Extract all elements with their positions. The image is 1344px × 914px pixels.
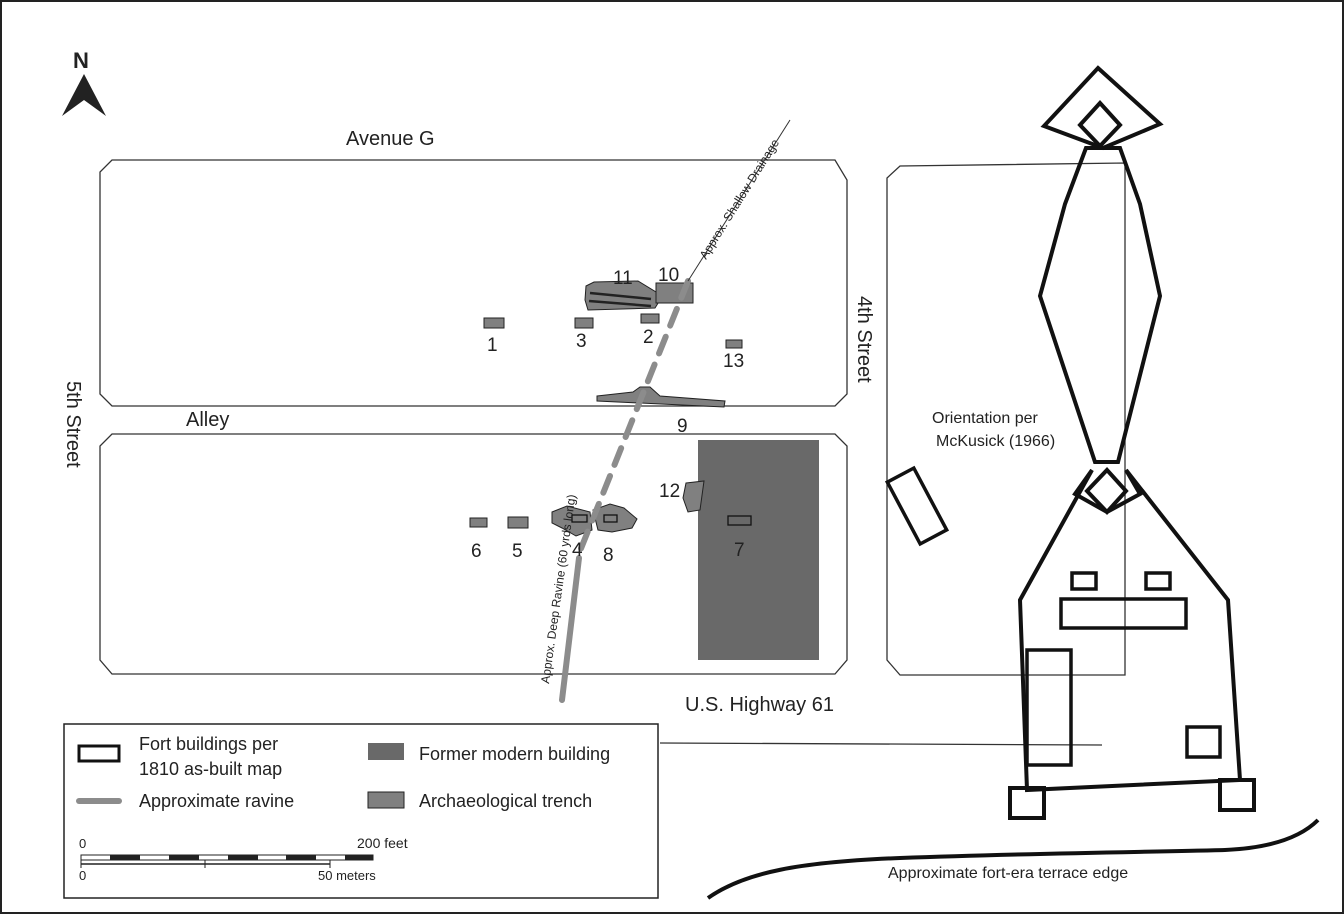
fort-bldg-4 <box>571 514 588 523</box>
orientation-note-line1: Orientation per <box>932 410 1039 427</box>
legend-fort-swatch <box>77 744 121 763</box>
street-fifth: 5th Street <box>62 381 84 468</box>
fort-main-stockade <box>1017 468 1243 793</box>
legend-trench-label: Archaeological trench <box>419 791 592 811</box>
legend-modern-label: Former modern building <box>419 744 610 764</box>
fort-building-north-b <box>1144 571 1172 591</box>
feature-number-1: 1 <box>487 335 498 356</box>
legend-ravine-label: Approximate ravine <box>139 791 294 811</box>
fort-building-north-a <box>1070 571 1098 591</box>
feature-number-2: 2 <box>643 327 654 348</box>
feature-number-12: 12 <box>659 481 680 502</box>
legend-trench-swatch <box>367 791 405 809</box>
fort-sw-blockhouse <box>1008 786 1046 820</box>
scale-bottom-start: 0 <box>79 868 86 883</box>
scale-top-start: 0 <box>79 836 86 851</box>
scale-feet-seg-4 <box>286 855 316 860</box>
fort-outline <box>884 65 1256 820</box>
fort-bldg-8 <box>603 514 618 523</box>
building-1 <box>483 317 505 329</box>
legend-box <box>63 723 659 899</box>
fort-west-building <box>1025 648 1073 767</box>
building-2 <box>640 313 660 324</box>
feature-number-9: 9 <box>677 416 688 437</box>
fort-detached-building <box>884 465 950 547</box>
north-arrow-icon <box>62 74 106 116</box>
orientation-note-line2: McKusick (1966) <box>936 433 1055 450</box>
trench-11b <box>588 299 652 308</box>
feature-number-4: 4 <box>572 540 583 561</box>
street-us-highway: U.S. Highway 61 <box>685 694 834 716</box>
terrace-label: Approximate fort-era terrace edge <box>888 865 1128 882</box>
feature-number-6: 6 <box>471 541 482 562</box>
legend: Fort buildings per 1810 as-built map App… <box>63 723 659 899</box>
scale-feet-seg-1 <box>110 855 140 860</box>
feature-number-13: 13 <box>723 351 744 372</box>
street-fourth: 4th Street <box>853 296 875 383</box>
legend-modern-swatch <box>368 743 404 760</box>
fort-north-arm <box>1037 146 1163 464</box>
feature-number-7: 7 <box>734 540 745 561</box>
legend-fort-label-2: 1810 as-built map <box>139 759 282 779</box>
ravine-deep <box>559 555 582 703</box>
building-12 <box>682 480 705 513</box>
building-8 <box>592 503 638 533</box>
street-alley: Alley <box>186 409 229 431</box>
fort-se-blockhouse <box>1218 778 1256 812</box>
street-avenue-g: Avenue G <box>346 128 435 150</box>
scale-top-end: 200 feet <box>357 835 408 851</box>
building-5 <box>507 516 529 529</box>
shallow-drainage-line <box>687 119 791 282</box>
feature-number-5: 5 <box>512 541 523 562</box>
trench-area-7 <box>698 440 819 660</box>
scale-feet-seg-3 <box>228 855 258 860</box>
terrace-edge <box>706 818 1320 900</box>
building-3 <box>574 317 594 329</box>
block-north-west <box>99 159 848 407</box>
block-south-west <box>99 433 848 675</box>
ravine-shallow <box>575 278 691 559</box>
trench-11a <box>589 291 652 301</box>
feature-number-8: 8 <box>603 545 614 566</box>
building-6 <box>469 517 488 528</box>
feature-number-3: 3 <box>576 331 587 352</box>
fort-bldg-7 <box>727 515 752 526</box>
north-label: N <box>73 48 89 73</box>
feature-number-11: 11 <box>613 268 633 289</box>
north-arrow: N <box>62 48 106 116</box>
fort-east-building <box>1185 725 1222 759</box>
scale-bar: 0 200 feet 0 50 meters <box>79 835 408 883</box>
fort-barracks <box>1059 597 1188 630</box>
legend-fort-label-1: Fort buildings per <box>139 734 278 754</box>
scale-feet-seg-2 <box>169 855 199 860</box>
scale-bottom-end: 50 meters <box>318 868 376 883</box>
scale-feet-seg-5 <box>345 855 373 860</box>
building-13 <box>725 339 743 349</box>
feature-number-10: 10 <box>658 265 679 286</box>
